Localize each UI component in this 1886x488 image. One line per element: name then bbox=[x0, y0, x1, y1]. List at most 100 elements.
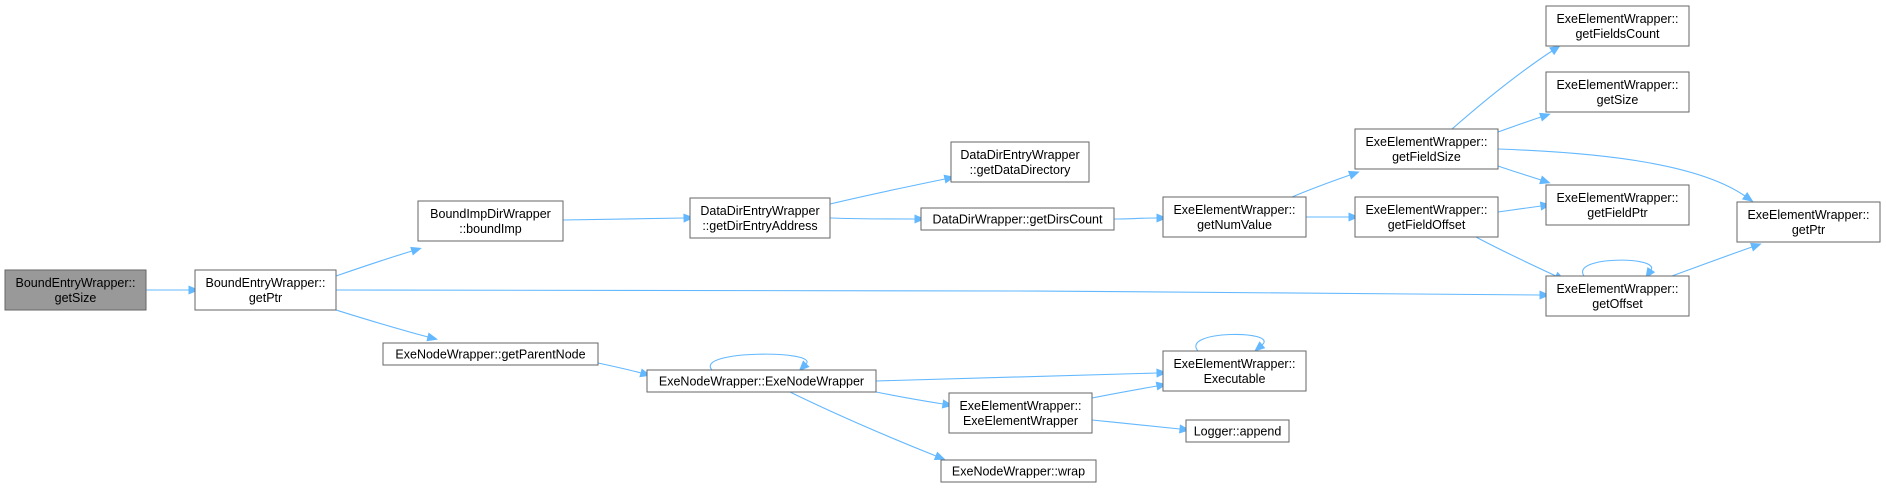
node-label-line: ExeElementWrapper bbox=[963, 414, 1078, 428]
edge-eew_getfieldoffset-to-eew_getoffset bbox=[1475, 236, 1566, 281]
edge-enw_ctor-to-eew_executable bbox=[875, 368, 1168, 382]
edge-line bbox=[829, 178, 946, 205]
edge-arrowhead bbox=[798, 360, 810, 372]
edge-eew_getfieldsize-to-eew_getfieldptr bbox=[1497, 165, 1551, 185]
node-bew-getptr[interactable]: BoundEntryWrapper::getPtr bbox=[194, 269, 337, 311]
node-enw-wrap[interactable]: ExeNodeWrapper::wrap bbox=[940, 459, 1097, 483]
edge-line bbox=[1451, 50, 1553, 130]
edge-arrowhead bbox=[933, 451, 946, 461]
node-box bbox=[194, 269, 337, 311]
node-label-line: ExeElementWrapper:: bbox=[959, 399, 1081, 413]
edge-line bbox=[709, 353, 808, 371]
node-label-line: ExeElementWrapper:: bbox=[1556, 282, 1678, 296]
node-box bbox=[1185, 419, 1290, 443]
edge-eew_ctor-to-eew_executable bbox=[1091, 381, 1168, 399]
node-root[interactable]: BoundEntryWrapper::getSize bbox=[4, 269, 147, 311]
node-enw-ctor[interactable]: ExeNodeWrapper::ExeNodeWrapper bbox=[646, 369, 877, 393]
edge-arrowhead bbox=[1750, 242, 1762, 252]
edge-enw_getparentnode-to-enw_ctor bbox=[597, 362, 651, 378]
node-box bbox=[382, 342, 599, 366]
edge-line bbox=[1091, 419, 1181, 430]
node-box bbox=[948, 392, 1093, 434]
edge-eew_executable-to-eew_executable bbox=[1195, 333, 1266, 352]
node-eew-getnumvalue[interactable]: ExeElementWrapper::getNumValue bbox=[1162, 196, 1307, 238]
node-label-line: Logger::append bbox=[1194, 425, 1282, 439]
node-label-line: DataDirEntryWrapper bbox=[700, 204, 819, 218]
node-eew-executable[interactable]: ExeElementWrapper::Executable bbox=[1162, 350, 1307, 392]
edge-arrowhead bbox=[188, 285, 200, 295]
edge-arrowhead bbox=[1179, 424, 1191, 434]
edge-eew_getfieldsize-to-eew_getsize bbox=[1497, 112, 1551, 133]
edge-line bbox=[1497, 165, 1542, 181]
node-eew-getfieldscount[interactable]: ExeElementWrapper::getFieldsCount bbox=[1545, 5, 1690, 47]
node-eew-getfieldptr[interactable]: ExeElementWrapper::getFieldPtr bbox=[1545, 184, 1690, 226]
edge-arrowhead bbox=[1539, 290, 1551, 300]
node-bidw-boundimp[interactable]: BoundImpDirWrapper::boundImp bbox=[417, 200, 564, 242]
edge-eew_getnumvalue-to-eew_getfieldsize bbox=[1291, 170, 1360, 198]
node-label-line: getPtr bbox=[249, 291, 282, 305]
edge-line bbox=[1497, 148, 1746, 197]
edge-line bbox=[597, 362, 642, 374]
node-eew-getfieldsize[interactable]: ExeElementWrapper::getFieldSize bbox=[1354, 128, 1499, 170]
edge-arrowhead bbox=[1348, 212, 1360, 222]
edge-line bbox=[335, 309, 429, 338]
edge-line bbox=[1671, 246, 1753, 277]
node-label-line: ExeElementWrapper:: bbox=[1556, 12, 1678, 26]
node-label-line: getPtr bbox=[1792, 223, 1825, 237]
node-label-line: ::getDirEntryAddress bbox=[702, 219, 817, 233]
node-dde-getdatadir[interactable]: DataDirEntryWrapper::getDataDirectory bbox=[950, 141, 1090, 183]
edge-arrowhead bbox=[914, 214, 926, 224]
edge-line bbox=[789, 391, 937, 457]
node-label-line: ExeElementWrapper:: bbox=[1365, 135, 1487, 149]
edge-enw_ctor-to-enw_ctor bbox=[709, 353, 810, 372]
node-label-line: getOffset bbox=[1592, 297, 1643, 311]
edge-arrowhead bbox=[1347, 170, 1360, 180]
node-eew-getfieldoffset[interactable]: ExeElementWrapper::getFieldOffset bbox=[1354, 196, 1499, 238]
edge-line bbox=[335, 289, 1541, 296]
edge-eew_getnumvalue-to-eew_getfieldoffset bbox=[1306, 212, 1360, 222]
node-label-line: ExeNodeWrapper::ExeNodeWrapper bbox=[659, 375, 864, 389]
node-box bbox=[4, 269, 147, 311]
edge-line bbox=[875, 372, 1158, 382]
node-box bbox=[1545, 275, 1690, 317]
node-box bbox=[1162, 350, 1307, 392]
edge-line bbox=[1475, 236, 1557, 277]
edge-bew_getptr-to-enw_getparentnode bbox=[335, 309, 438, 342]
edge-arrowhead bbox=[410, 246, 422, 256]
edge-eew_getoffset-to-eew_getptr bbox=[1671, 242, 1762, 277]
node-box bbox=[646, 369, 877, 393]
node-label-line: ExeElementWrapper:: bbox=[1173, 203, 1295, 217]
node-label-line: ExeElementWrapper:: bbox=[1365, 203, 1487, 217]
node-box bbox=[1545, 71, 1690, 113]
edge-eew_getoffset-to-eew_getoffset bbox=[1581, 259, 1656, 279]
node-box bbox=[417, 200, 564, 242]
edge-eew_getfieldsize-to-eew_getptr bbox=[1497, 148, 1754, 202]
node-ddw-getdirscount[interactable]: DataDirWrapper::getDirsCount bbox=[920, 207, 1115, 231]
edge-arrowhead bbox=[683, 213, 695, 223]
node-label-line: ExeElementWrapper:: bbox=[1747, 208, 1869, 222]
node-label-line: ExeElementWrapper:: bbox=[1556, 78, 1678, 92]
node-label-line: getFieldsCount bbox=[1575, 27, 1660, 41]
edges-layer bbox=[146, 45, 1762, 461]
node-label-line: ::boundImp bbox=[459, 222, 522, 236]
edge-arrowhead bbox=[1645, 267, 1656, 279]
edge-line bbox=[335, 250, 413, 277]
edge-line bbox=[1291, 174, 1351, 198]
edge-bidw_boundimp-to-dde_getdir bbox=[562, 213, 695, 223]
node-logger-append[interactable]: Logger::append bbox=[1185, 419, 1290, 443]
node-eew-getsize[interactable]: ExeElementWrapper::getSize bbox=[1545, 71, 1690, 113]
node-label-line: ExeElementWrapper:: bbox=[1173, 357, 1295, 371]
node-eew-getptr[interactable]: ExeElementWrapper::getPtr bbox=[1736, 201, 1881, 243]
node-dde-getdir[interactable]: DataDirEntryWrapper::getDirEntryAddress bbox=[689, 197, 831, 239]
node-box bbox=[920, 207, 1115, 231]
node-box bbox=[950, 141, 1090, 183]
node-enw-getparentnode[interactable]: ExeNodeWrapper::getParentNode bbox=[382, 342, 599, 366]
node-label-line: getFieldPtr bbox=[1587, 206, 1647, 220]
edge-enw_ctor-to-eew_ctor bbox=[875, 391, 954, 409]
node-label-line: DataDirWrapper::getDirsCount bbox=[933, 213, 1103, 227]
edge-line bbox=[1581, 259, 1652, 277]
edge-arrowhead bbox=[1539, 175, 1551, 185]
node-label-line: DataDirEntryWrapper bbox=[960, 148, 1079, 162]
node-eew-getoffset[interactable]: ExeElementWrapper::getOffset bbox=[1545, 275, 1690, 317]
node-eew-ctor[interactable]: ExeElementWrapper::ExeElementWrapper bbox=[948, 392, 1093, 434]
